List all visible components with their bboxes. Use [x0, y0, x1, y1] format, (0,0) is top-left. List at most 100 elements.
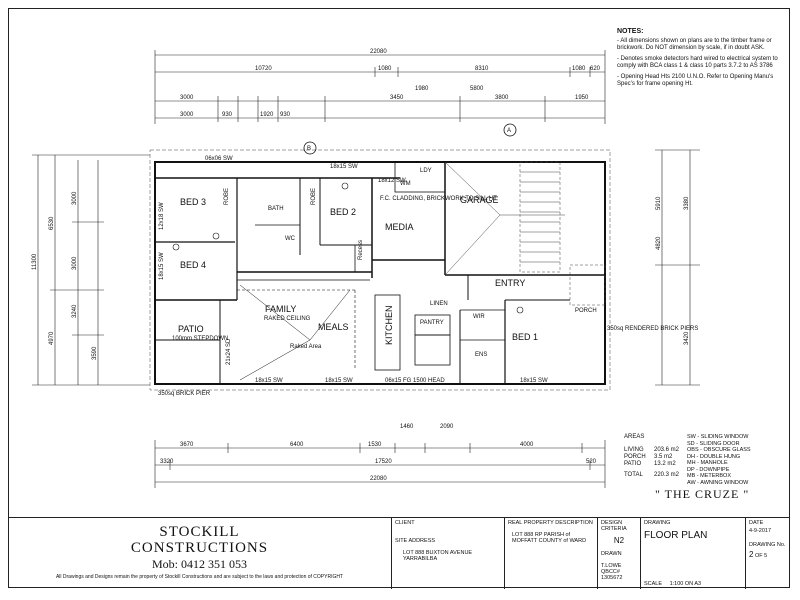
- dim-bottom-5: 2090: [440, 424, 454, 430]
- media-recess: Recess: [358, 240, 364, 260]
- dim-left-total: 11300: [32, 253, 38, 270]
- legend-item: SD - SLIDING DOOR: [687, 440, 740, 447]
- description-value: LOT 888 RP PARISH of MOFFATT COUNTY of W…: [512, 532, 587, 544]
- room-pantry: PANTRY: [420, 320, 444, 326]
- dim-top-total: 22080: [370, 49, 387, 55]
- drawing-label: DRAWING: [644, 520, 671, 526]
- room-porch: PORCH: [575, 308, 597, 314]
- dim-right-3: 3380: [684, 196, 690, 210]
- smoke-detector-icon: [341, 182, 349, 190]
- site-label: SITE ADDRESS: [395, 538, 436, 544]
- right-dimensions: [655, 149, 700, 386]
- dim-bottom-r2-3: 520: [586, 459, 597, 465]
- date-value: 4-9-2017: [749, 528, 772, 534]
- copyright-note: All Drawings and Designs remain the prop…: [55, 574, 344, 580]
- brick-pier-note: 350sq BRICK PIER: [158, 391, 211, 397]
- room-meals: MEALS: [318, 322, 349, 332]
- drawing-value: FLOOR PLAN: [644, 530, 708, 541]
- company-name-line2: CONSTRUCTIONS: [130, 540, 269, 556]
- notes-panel: NOTES: - All dimensions shown on plans a…: [617, 28, 787, 92]
- legend-item: MH - MANHOLE: [687, 460, 728, 466]
- note-item-3: - Opening Head Hts 2100 U.N.O. Refer to …: [617, 74, 774, 87]
- date-label: DATE: [749, 520, 764, 526]
- dim-top-r3-2: 930: [222, 112, 233, 118]
- smoke-detector-icon: [172, 243, 180, 251]
- garage-roof-lines: [149, 149, 611, 391]
- dim-top-r3-4: 930: [280, 112, 291, 118]
- dim-right-1: 5910: [656, 196, 662, 210]
- drawn-value: T.LOWE QBCC# 1305672: [601, 563, 623, 581]
- dim-bottom-3: 1530: [368, 442, 382, 448]
- window-label-7: 06x15 FG 1500 HEAD: [385, 378, 445, 384]
- scale-label: SCALE: [644, 581, 663, 587]
- window-label-6: 18x15 SW: [255, 378, 283, 384]
- dim-top-3: 8310: [475, 66, 489, 72]
- dim-top-r3-1: 3000: [180, 112, 194, 118]
- rendered-pier-note: 350sq RENDERED BRICK PIERS: [607, 326, 698, 332]
- dim-bottom-r2-1: 3320: [160, 459, 174, 465]
- note-item-1: - All dimensions shown on plans are to t…: [617, 38, 772, 51]
- dim-left-3: 3000: [72, 191, 78, 205]
- window-label-2: 18x15 SW: [330, 164, 358, 170]
- dim-bottom-r2-2: 17520: [375, 459, 392, 465]
- room-media: MEDIA: [385, 222, 414, 232]
- window-label-1: 06x06 SW: [205, 156, 233, 162]
- company-mobile: Mob: 0412 351 053: [151, 557, 247, 571]
- site-value: LOT 888 BUXTON AVENUE YARRABILBA: [403, 550, 473, 562]
- dim-left-5: 3240: [72, 304, 78, 318]
- dim-top-5: 620: [590, 66, 601, 72]
- dim-left-2: 4970: [49, 331, 55, 345]
- room-bed1: BED 1: [512, 332, 538, 342]
- room-family-sub: RAKED CEILING: [264, 316, 311, 322]
- svg-text:A: A: [507, 128, 511, 134]
- dim-bottom-1: 3670: [180, 442, 194, 448]
- window-label-5: 18x15 SW: [159, 252, 165, 280]
- room-patio-sub: 100mm STEPDOWN: [172, 336, 228, 342]
- note-item-2: - Denotes smoke detectors hard wired to …: [617, 56, 778, 69]
- design-label: DESIGN CRITERIA: [601, 520, 627, 532]
- drawing-no-value: 2: [749, 550, 754, 559]
- dim-bottom-6: 4000: [520, 442, 534, 448]
- dim-left-6: 3590: [92, 346, 98, 360]
- scale-value: 1:100 ON A3: [669, 581, 702, 587]
- dim-top-r2-2: 1980: [415, 86, 429, 92]
- window-label-4: 12x18 SW: [159, 202, 165, 230]
- client-cell: CLIENT SITE ADDRESS LOT 888 BUXTON AVENU…: [391, 518, 504, 589]
- room-robe-bed3: ROBE: [224, 188, 230, 205]
- room-bed4: BED 4: [180, 260, 206, 270]
- drawing-frame: [8, 8, 790, 588]
- room-linen: LINEN: [430, 301, 448, 307]
- legend-item: DP - DOWNPIPE: [687, 466, 730, 473]
- window-label-3: 18x12 SW: [378, 178, 406, 184]
- dim-bottom-total: 22080: [370, 476, 387, 482]
- drawing-cell: DRAWING FLOOR PLAN SCALE 1:100 ON A3: [640, 518, 745, 589]
- window-label-9: 21x24 SD: [226, 338, 232, 365]
- drawn-label: DRAWN: [601, 551, 622, 557]
- company-name-line1: STOCKILL: [159, 524, 240, 540]
- areas-heading: AREAS: [624, 434, 645, 440]
- section-marker-a: A: [503, 123, 517, 137]
- window-label-10: 18x15 SW: [520, 378, 548, 384]
- room-entry: ENTRY: [495, 278, 525, 288]
- section-marker-b: B: [303, 141, 317, 155]
- company-block: STOCKILL CONSTRUCTIONS Mob: 0412 351 053…: [8, 518, 391, 589]
- dim-bottom-4: 1460: [400, 424, 414, 430]
- dim-top-r2-1: 3000: [180, 95, 194, 101]
- plan-title: " THE CRUZE ": [655, 487, 750, 501]
- abbreviation-legend: SW - SLIDING WINDOW SD - SLIDING DOOR OB…: [687, 434, 787, 486]
- dim-top-r3-7: 1950: [575, 95, 589, 101]
- room-garage: GARAGE: [460, 195, 499, 205]
- left-dimensions: [32, 154, 150, 386]
- dim-bottom-2: 6400: [290, 442, 304, 448]
- legend-item: MB - METERBOX: [687, 473, 732, 479]
- room-bed2: BED 2: [330, 207, 356, 217]
- dim-left-1: 6530: [49, 216, 55, 230]
- dim-top-r3-6: 3800: [495, 95, 509, 101]
- client-label: CLIENT: [395, 520, 415, 526]
- room-family: FAMILY: [265, 304, 296, 314]
- description-cell: REAL PROPERTY DESCRIPTION LOT 888 RP PAR…: [504, 518, 597, 589]
